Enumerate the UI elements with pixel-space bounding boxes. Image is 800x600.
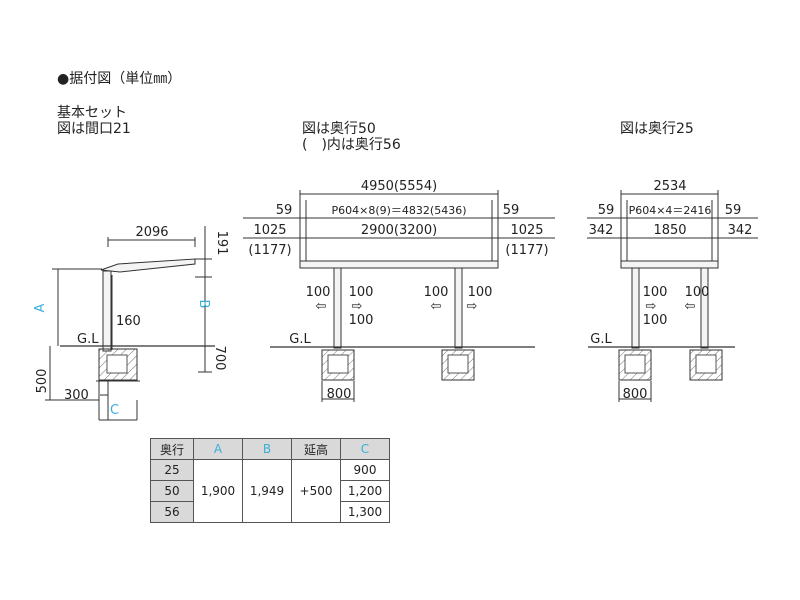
right-gl: G.L	[590, 332, 612, 347]
right-roof	[620, 260, 719, 269]
front-view	[45, 226, 215, 421]
right-100-c: 100	[643, 313, 668, 328]
arrow-left-icon: ⇦	[685, 299, 696, 314]
mid-right-1025: 1025	[510, 223, 543, 238]
mid-caption-1: 図は奥行50	[302, 121, 376, 137]
front-label-b: B	[196, 300, 211, 309]
c-value: 1,200	[340, 480, 390, 502]
mid-100-d: 100	[468, 285, 493, 300]
mid-100-b: 100	[349, 285, 374, 300]
mid-right-1177: (1177)	[505, 243, 548, 258]
c-value: 1,300	[340, 501, 390, 523]
mid-left-1025: 1025	[253, 223, 286, 238]
header-a: A	[193, 438, 243, 460]
mid-left-1177: (1177)	[248, 243, 291, 258]
header-c: C	[340, 438, 390, 460]
mid-column-left	[333, 267, 342, 349]
right-panels: P604×4＝2416	[629, 204, 712, 217]
table-row: 56 1,300	[150, 501, 390, 523]
right-view	[587, 190, 758, 402]
right-total: 2534	[653, 179, 686, 194]
arrow-right-icon: ⇨	[352, 299, 363, 314]
mid-base-800: 800	[327, 387, 352, 402]
right-span: 1850	[653, 223, 686, 238]
right-100-b: 100	[685, 285, 710, 300]
right-100-a: 100	[643, 285, 668, 300]
header-extension: 延高	[291, 438, 341, 460]
mid-span: 2900(3200)	[361, 223, 437, 238]
arrow-right-icon: ⇨	[646, 299, 657, 314]
table-header-row: 奥行 A B 延高 C	[150, 438, 390, 460]
side-column	[102, 270, 112, 352]
set-sub-label: 図は間口21	[57, 121, 131, 137]
front-gl: G.L	[77, 332, 99, 347]
arrow-right-icon: ⇨	[467, 299, 478, 314]
mid-total: 4950(5554)	[361, 179, 437, 194]
b-value: 1,949	[242, 459, 292, 523]
front-depth-500: 500	[35, 369, 50, 394]
front-depth-700: 700	[212, 346, 227, 371]
header-b: B	[242, 438, 292, 460]
arrow-left-icon: ⇦	[431, 299, 442, 314]
right-right-59: 59	[725, 203, 742, 218]
front-post-160: 160	[116, 314, 141, 329]
drawing-title: ●据付図（単位㎜）	[57, 71, 182, 87]
mid-100-e: 100	[349, 313, 374, 328]
depth-cell: 56	[150, 501, 194, 523]
front-base-300: 300	[64, 388, 89, 403]
mid-100-c: 100	[424, 285, 449, 300]
mid-caption-2: ( )内は奥行56	[302, 137, 401, 153]
depth-cell: 50	[150, 480, 194, 502]
right-column-right	[700, 267, 709, 349]
a-value: 1,900	[193, 459, 243, 523]
right-right-342: 342	[728, 223, 753, 238]
mid-column-right	[454, 267, 463, 349]
mid-roof	[299, 260, 499, 269]
mid-left-59: 59	[276, 203, 293, 218]
depth-cell: 25	[150, 459, 194, 481]
right-left-342: 342	[589, 223, 614, 238]
front-width-2096: 2096	[135, 225, 168, 240]
front-roof-191: 191	[214, 231, 229, 256]
set-label: 基本セット	[57, 105, 127, 121]
front-label-a: A	[33, 303, 48, 312]
front-label-c: C	[110, 403, 119, 418]
mid-right-59: 59	[503, 203, 520, 218]
table-row: 50 1,200	[150, 480, 390, 502]
table-row: 25 1,900 1,949 +500 900	[150, 459, 390, 523]
spec-table: 奥行 A B 延高 C 25 1,900 1,949 +500 900 50 1…	[150, 438, 390, 523]
right-left-59: 59	[598, 203, 615, 218]
right-base-800: 800	[623, 387, 648, 402]
mid-100-a: 100	[306, 285, 331, 300]
arrow-left-icon: ⇦	[316, 299, 327, 314]
header-depth: 奥行	[150, 438, 194, 460]
extension-value: +500	[291, 459, 341, 523]
mid-gl: G.L	[289, 332, 311, 347]
side-roof	[100, 258, 196, 273]
right-caption: 図は奥行25	[620, 121, 694, 137]
mid-panels: P604×8(9)＝4832(5436)	[332, 204, 467, 217]
right-column-left	[631, 267, 640, 349]
c-value: 900	[340, 459, 390, 481]
mid-view	[243, 190, 555, 402]
